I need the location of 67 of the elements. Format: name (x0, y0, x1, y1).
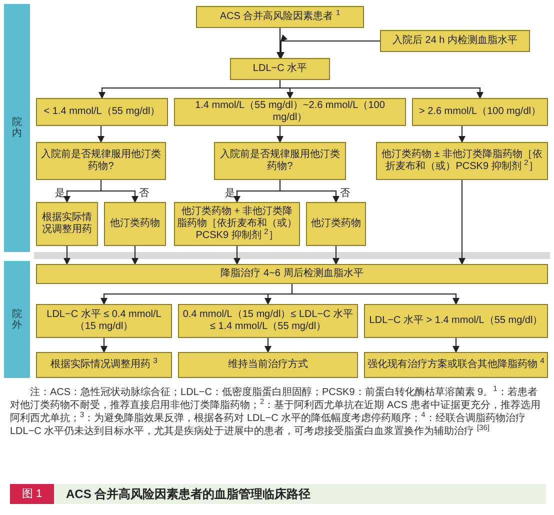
process-box (36, 304, 172, 338)
box-text: LDL−C 水平 > 1.4 mmol/L（55 mg/dl） (369, 315, 543, 327)
arrow (276, 126, 284, 143)
process-box (36, 142, 166, 180)
arrow (234, 246, 240, 265)
process-box (36, 352, 172, 378)
box-text: 入院后 24 h 内检测血脂水平 (392, 35, 518, 47)
box-text: 入院前是否规律服用他汀类药物? (40, 149, 162, 173)
edge-label: 否 (340, 188, 350, 200)
process-box (36, 202, 98, 246)
box-text: 强化现有治疗方案或联合其他降脂药物 $^{4}$ (368, 359, 544, 371)
process-box (36, 264, 548, 284)
box-text: 维持当前治疗方式 (228, 359, 308, 371)
edge-label: 是 (55, 188, 65, 200)
process-box (380, 30, 530, 52)
arrow (132, 246, 138, 265)
edge-label: 否 (139, 188, 149, 200)
process-box (364, 352, 548, 378)
arrow (100, 338, 108, 353)
arrow (332, 246, 340, 265)
box-text: 根据实际情况调整用药 (41, 212, 93, 236)
figure-caption: ACS 合并高风险因素患者的血脂管理临床路径 (66, 486, 311, 503)
section-band (4, 261, 30, 378)
arrow (98, 126, 104, 143)
arrow (280, 80, 484, 99)
box-text: ACS 合并高风险因素患者 $^{1}$ (220, 11, 340, 23)
arrow (264, 338, 272, 353)
box-text: LDL−C 水平 (252, 63, 308, 75)
arrow (100, 180, 138, 203)
edge-label: 是 (225, 188, 235, 200)
process-box (178, 352, 358, 378)
section-label: 院内 (12, 117, 22, 139)
process-box (306, 202, 366, 246)
arrow (280, 180, 340, 203)
arrow (64, 246, 70, 265)
process-box (104, 202, 166, 246)
arrow (280, 34, 380, 58)
box-text: 入院前是否规律服用他汀类药物? (219, 149, 341, 173)
box-text: 0.4 mmol/L（15 mg/dl）≤ LDL−C 水平 ≤ 1.4 mmol/L（55 mg/dl） (182, 309, 354, 333)
arrow (458, 126, 466, 143)
box-text: 他汀类药物 + 非他汀类降脂药物［依折麦布和（或）PCSK9 抑制剂 $^{2}$］ (177, 206, 297, 242)
arrow (292, 284, 460, 305)
section-label: 院外 (12, 308, 22, 330)
process-box (412, 98, 548, 126)
box-text: 他汀类药物 ± 非他汀类降脂药物［依折麦布和（或）PCSK9 抑制剂 $^{2}$］ (380, 149, 544, 173)
box-text: < 1.4 mmol/L（55 mg/dl） (44, 106, 160, 118)
box-text: 1.4 mmol/L（55 mg/dl）~2.6 mmol/L（100 mg/dl） (194, 100, 386, 124)
process-box (36, 98, 168, 126)
box-text: 降脂治疗 4~6 周后检测血脂水平 (220, 268, 364, 280)
process-box (230, 58, 330, 80)
box-text: LDL−C 水平 ≤ 0.4 mmol/L（15 mg/dl） (46, 309, 162, 333)
box-text: 他汀类药物 (311, 218, 361, 230)
arrow (452, 338, 460, 353)
section-band (4, 4, 30, 252)
process-box (196, 6, 364, 28)
box-text: 他汀类药物 (110, 218, 160, 230)
process-box (376, 142, 548, 180)
box-text: 根据实际情况调整用药 $^{3}$ (50, 359, 158, 371)
footnote: 注：ACS：急性冠状动脉综合征；LDL−C：低密度脂蛋白胆固醇；PCSK9：前蛋白转化酶枯草溶菌素 9。$^{1}$：若患者对他汀类药物不耐受，推荐直接启用非他汀类降脂药物；$^{2}$：基于阿利西尤单抗在近期 ACS 患者中证据更充分，推荐选用阿利西尤单抗；$^{3}$：为避免降脂效果反弹，根据各药对 LDL−C 水平的降低幅度考虑停药顺序；$^{4}$：经联合调脂药物治疗 LDL−C 水平仍未达到目标水平，尤其是疾病处于进展中的患者，可考虑接受脂蛋白血浆置换作为辅助治疗 $^{[36]}$ (10, 386, 542, 438)
process-box (214, 142, 346, 180)
arrow (458, 180, 466, 265)
process-box (174, 98, 406, 126)
process-box (178, 304, 358, 338)
box-text: > 2.6 mmol/L（100 mg/dl） (419, 106, 541, 118)
arrow (276, 28, 284, 59)
figure-number: 图 1 (10, 484, 54, 504)
process-box (364, 304, 548, 338)
